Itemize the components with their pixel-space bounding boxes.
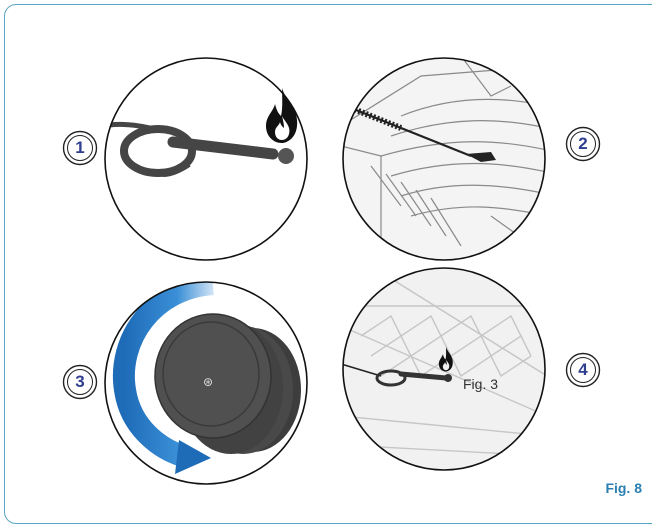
step-number: 1 bbox=[62, 130, 98, 166]
inset-figure-label: Fig. 3 bbox=[463, 376, 498, 392]
step-number: 2 bbox=[565, 126, 601, 162]
step-badge-2: 2 bbox=[565, 126, 601, 162]
step-number: 3 bbox=[62, 364, 98, 400]
step-3-illustration: ⊛ bbox=[103, 280, 309, 486]
figure-caption: Fig. 8 bbox=[605, 480, 642, 496]
flame-icon bbox=[263, 86, 301, 144]
step-badge-3: 3 bbox=[62, 364, 98, 400]
svg-text:⊛: ⊛ bbox=[203, 375, 213, 389]
step-2-illustration bbox=[341, 56, 547, 262]
step-number: 4 bbox=[565, 352, 601, 388]
flame-icon-small bbox=[437, 346, 455, 372]
step-badge-1: 1 bbox=[62, 130, 98, 166]
step-badge-4: 4 bbox=[565, 352, 601, 388]
figure-frame bbox=[4, 4, 652, 524]
